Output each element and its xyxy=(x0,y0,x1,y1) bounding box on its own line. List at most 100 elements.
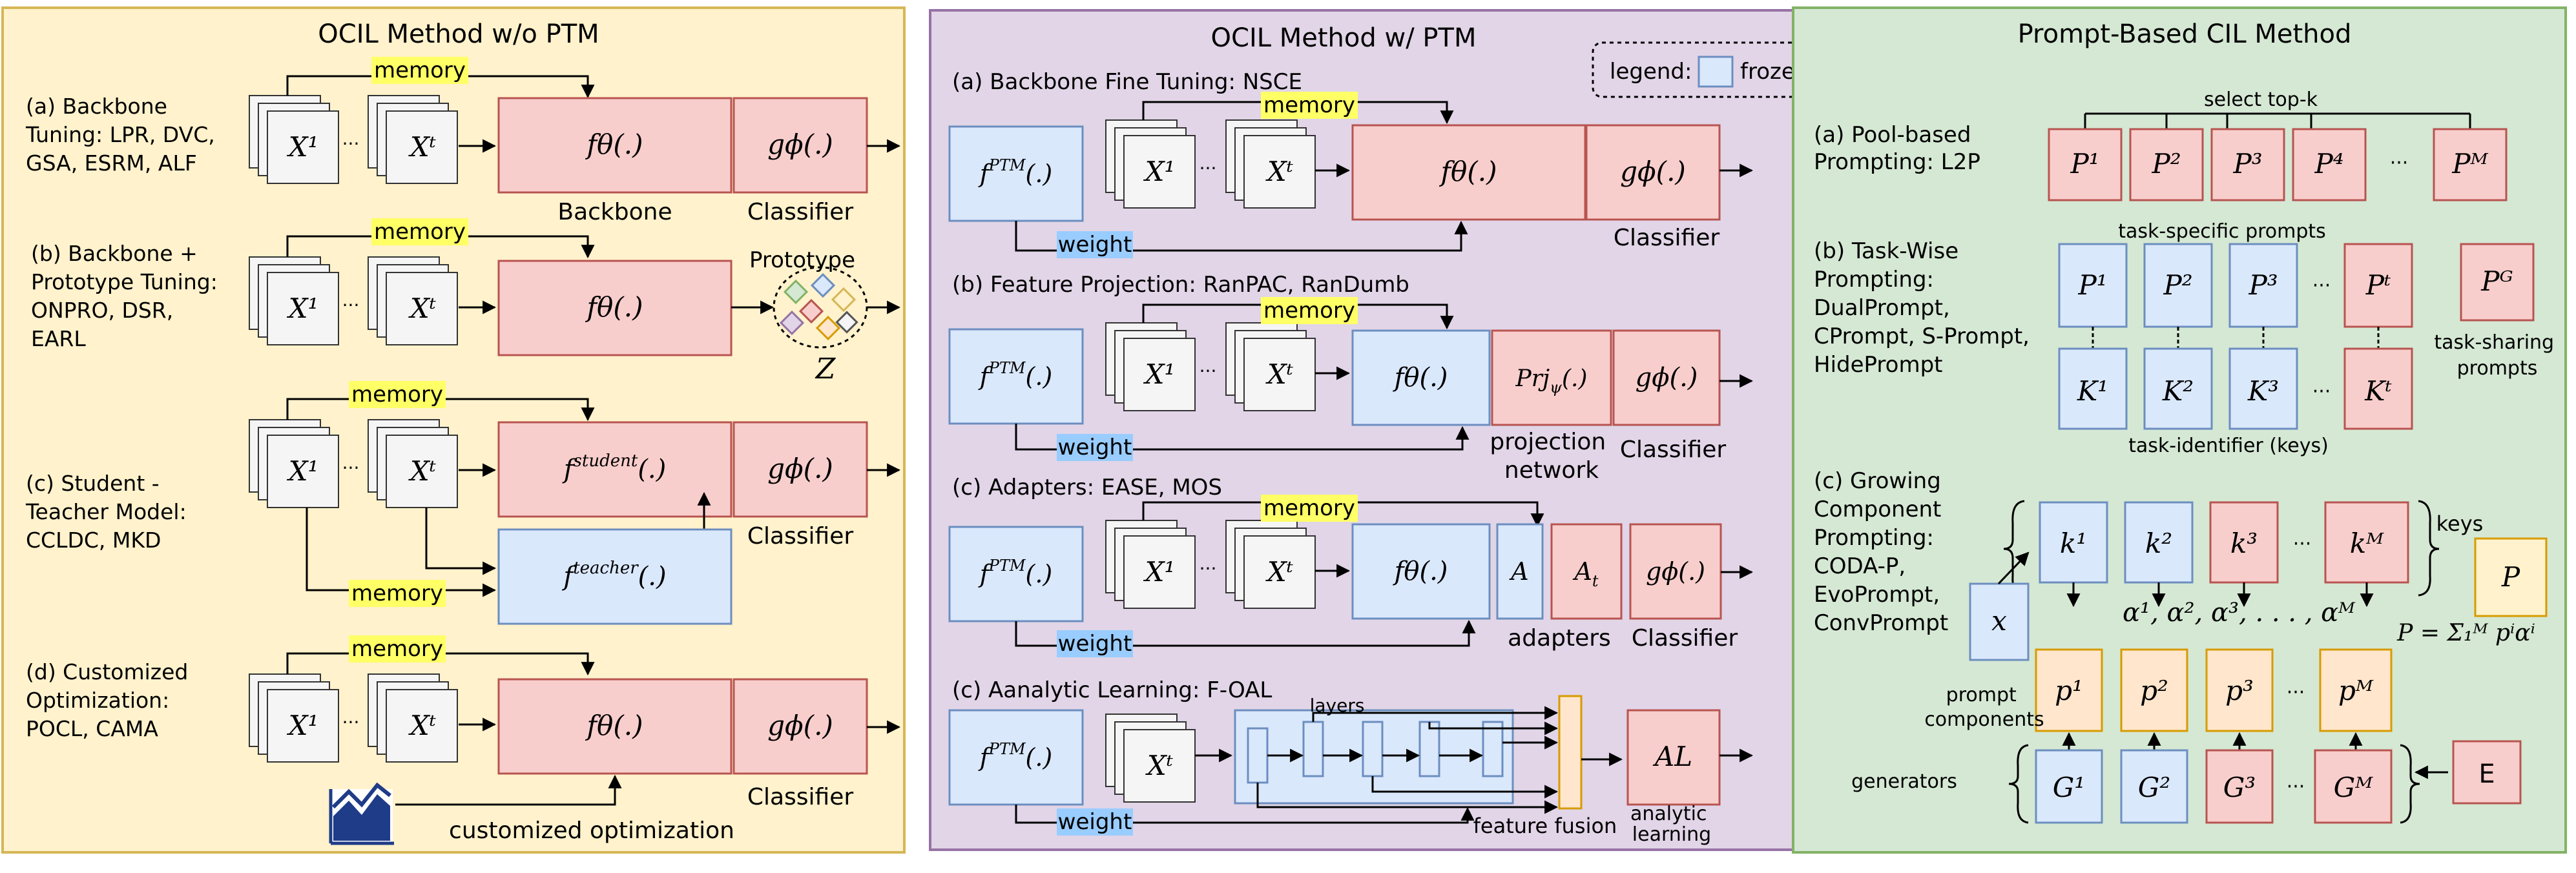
customized-optimization-caption: customized optimization xyxy=(449,817,734,844)
svg-text:task-identifier (keys): task-identifier (keys) xyxy=(2128,435,2329,457)
svg-text:memory: memory xyxy=(374,219,466,245)
svg-text:x: x xyxy=(1991,605,2007,637)
svg-text:Xᵗ: Xᵗ xyxy=(408,293,436,324)
x1-label: X¹ xyxy=(287,131,319,163)
svg-text:···: ··· xyxy=(2287,681,2305,704)
svg-text:···: ··· xyxy=(342,457,360,478)
svg-text:X¹: X¹ xyxy=(287,293,319,324)
svg-text:weight: weight xyxy=(1058,232,1132,258)
prompt-formula: P = Σ₁ᴹ pⁱαⁱ xyxy=(2396,620,2535,646)
svg-text:AL: AL xyxy=(1652,741,1692,772)
memory-highlight xyxy=(371,57,468,84)
svg-text:Xᵗ: Xᵗ xyxy=(408,710,436,741)
svg-text:P¹: P¹ xyxy=(2077,269,2107,301)
svg-text:fPTM(.): fPTM(.) xyxy=(978,359,1053,391)
svg-text:P³: P³ xyxy=(2232,148,2262,180)
analytic-learning-block xyxy=(1626,709,1721,806)
svg-text:X¹: X¹ xyxy=(1143,156,1176,187)
svg-text:A: A xyxy=(1509,557,1528,586)
svg-text:At: At xyxy=(1572,557,1598,590)
svg-text:Pᴹ: Pᴹ xyxy=(2451,148,2488,180)
svg-text:Classifier: Classifier xyxy=(1620,436,1727,463)
backbone-fn: fθ(.) xyxy=(585,128,643,160)
growing-key xyxy=(2039,501,2108,584)
svg-text:Classifier: Classifier xyxy=(747,784,854,810)
frozen-backbone-c xyxy=(1351,523,1491,620)
ptm-block-a xyxy=(948,125,1084,222)
svg-text:···: ··· xyxy=(342,294,360,316)
panel-ocil-without-ptm: OCIL Method w/o PTM (a) Backbone Tuning:… xyxy=(1,6,906,854)
prototype-symbol: Z xyxy=(815,353,836,385)
svg-text:memory: memory xyxy=(1263,495,1355,521)
svg-text:G¹: G¹ xyxy=(2053,772,2085,803)
svg-text:···: ··· xyxy=(2312,380,2331,403)
svg-text:layers: layers xyxy=(1310,695,1365,716)
backbone-ft-block xyxy=(1351,124,1586,221)
svg-text:P³: P³ xyxy=(2248,269,2278,301)
svg-text:k³: k³ xyxy=(2230,528,2258,559)
svg-text:Xᵗ: Xᵗ xyxy=(1265,556,1293,588)
panel2-title: OCIL Method w/ PTM xyxy=(1211,23,1477,53)
svg-text:K³: K³ xyxy=(2247,375,2279,407)
panel1-b-label: (b) Backbone + Prototype Tuning: ONPRO, … xyxy=(31,241,224,351)
svg-text:memory: memory xyxy=(351,580,443,606)
svg-text:G³: G³ xyxy=(2223,772,2256,803)
svg-text:···: ··· xyxy=(2287,775,2305,798)
pool-prompt xyxy=(2433,128,2508,201)
prototype-caption: Prototype xyxy=(749,247,855,273)
panel1-a-label: (a) Backbone Tuning: LPR, DVC, GSA, ESRM… xyxy=(25,94,222,176)
svg-text:memory: memory xyxy=(1263,298,1355,324)
svg-text:keys: keys xyxy=(2436,511,2484,536)
task-data-x1 xyxy=(267,110,339,184)
adapter-frozen xyxy=(1496,523,1544,620)
svg-text:fθ(.): fθ(.) xyxy=(1439,156,1497,187)
task-key-current xyxy=(2343,347,2413,430)
pool-prompt xyxy=(2210,128,2285,201)
svg-text:gϕ(.): gϕ(.) xyxy=(1620,156,1686,187)
svg-text:weight: weight xyxy=(1058,435,1132,460)
svg-text:k²: k² xyxy=(2145,528,2172,559)
svg-text:p³: p³ xyxy=(2225,675,2254,706)
svg-text:gϕ(.): gϕ(.) xyxy=(1646,557,1705,586)
generator xyxy=(2120,749,2188,824)
svg-text:analytic learning: analytic learning xyxy=(1630,803,1713,846)
svg-text:Pᴳ: Pᴳ xyxy=(2480,265,2513,297)
svg-text:p¹: p¹ xyxy=(2055,675,2083,706)
prompt-component xyxy=(2205,648,2274,732)
frozen-backbone-b xyxy=(1351,329,1491,426)
svg-text:···: ··· xyxy=(1200,360,1217,382)
svg-text:Classifier: Classifier xyxy=(747,523,854,549)
svg-text:generators: generators xyxy=(1851,770,1957,793)
backbone-block-d xyxy=(497,678,732,775)
shared-prompt xyxy=(2460,243,2535,322)
projection-block xyxy=(1491,329,1612,426)
svg-text:memory: memory xyxy=(1263,92,1355,118)
prompt-component xyxy=(2120,648,2188,732)
svg-text:weight: weight xyxy=(1058,631,1132,657)
classifier-block xyxy=(732,97,868,194)
svg-text:k¹: k¹ xyxy=(2060,528,2087,559)
backbone-block-b xyxy=(497,260,732,356)
legend-frozen-swatch xyxy=(1698,56,1734,88)
svg-text:X¹: X¹ xyxy=(1143,358,1176,390)
panel3-b-label: (b) Task-Wise Prompting: DualPrompt, CPr… xyxy=(1814,238,2037,378)
panel1-title: OCIL Method w/o PTM xyxy=(318,19,599,49)
task-prompt xyxy=(2143,243,2213,328)
task-key xyxy=(2058,347,2128,430)
alpha-weights: α¹, α², α³, . . . , αᴹ xyxy=(2123,598,2356,628)
growing-key xyxy=(2209,501,2279,584)
svg-text:pᴹ: pᴹ xyxy=(2338,675,2374,706)
svg-text:Xᵗ: Xᵗ xyxy=(1145,750,1173,781)
task-prompt xyxy=(2228,243,2298,328)
svg-text:task-specific prompts: task-specific prompts xyxy=(2118,220,2326,243)
svg-text:Xᵗ: Xᵗ xyxy=(1265,156,1293,187)
pool-prompt xyxy=(2129,128,2204,201)
svg-text:Pᵗ: Pᵗ xyxy=(2365,269,2391,301)
svg-text:X¹: X¹ xyxy=(1143,556,1176,588)
svg-text:···: ··· xyxy=(342,712,360,733)
svg-text:P²: P² xyxy=(2151,148,2181,180)
svg-text:···: ··· xyxy=(2312,274,2331,297)
task-prompt xyxy=(2058,243,2128,328)
panel1-d-label: (d) Customized Optimization: POCL, CAMA xyxy=(26,659,195,741)
